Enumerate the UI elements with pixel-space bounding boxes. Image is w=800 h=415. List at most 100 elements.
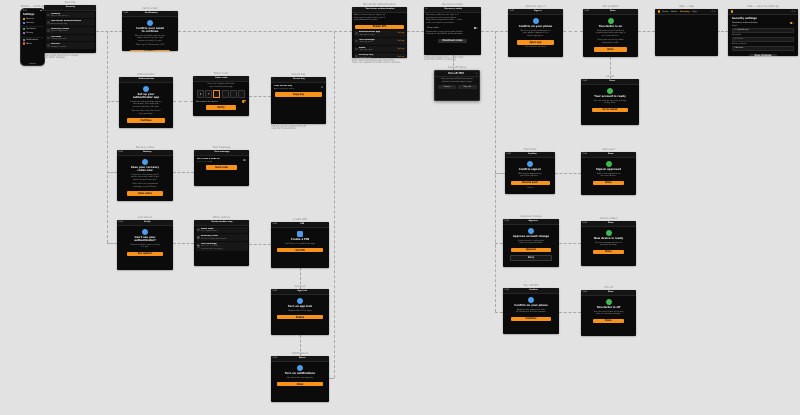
primary-button[interactable]: Open app xyxy=(516,40,555,45)
back-button[interactable]: ✕ xyxy=(425,8,428,11)
toggle-switch[interactable] xyxy=(241,100,246,103)
primary-button[interactable]: Enable 2FA xyxy=(355,24,404,30)
close-icon[interactable]: ✕ xyxy=(475,71,478,75)
primary-button[interactable]: Done xyxy=(593,180,624,185)
primary-button[interactable]: View codes xyxy=(126,191,164,196)
primary-button[interactable]: Send code xyxy=(206,165,237,170)
settings-row[interactable]: About› xyxy=(21,42,44,46)
settings-row[interactable]: Account› xyxy=(21,17,44,21)
back-button[interactable]: 9:41 xyxy=(504,289,510,292)
back-button[interactable]: 9:41 xyxy=(272,223,278,226)
toggle-switch[interactable] xyxy=(473,26,478,30)
primary-button[interactable]: Done xyxy=(592,318,625,323)
back-button[interactable]: 9:41 xyxy=(509,10,515,13)
primary-button[interactable]: Enable xyxy=(276,314,324,320)
otp-input[interactable] xyxy=(229,90,237,99)
nav-right-icons[interactable]: ⚙ ⭘ xyxy=(711,10,716,13)
back-button[interactable]: ‹ xyxy=(195,151,197,154)
back-button[interactable]: ‹ xyxy=(353,8,355,11)
copy-icon[interactable]: ⧉ xyxy=(321,85,323,89)
back-button[interactable]: 9:41 xyxy=(582,153,588,156)
primary-button[interactable]: Resend push xyxy=(510,180,550,185)
nav-item[interactable]: Home xyxy=(662,10,669,13)
confirm-button[interactable]: Turn off xyxy=(457,85,477,89)
back-button[interactable]: 9:41 xyxy=(582,291,588,294)
otp-input[interactable] xyxy=(237,90,245,99)
text-link[interactable]: Use another method xyxy=(525,46,546,49)
primary-button[interactable]: Go to wallet xyxy=(592,107,628,112)
back-button[interactable]: ‹ xyxy=(195,221,197,224)
primary-button[interactable]: Continue xyxy=(510,316,552,321)
otp-input[interactable] xyxy=(213,90,221,99)
body-text-line: turning on two-factor authentication. xyxy=(426,33,464,36)
field-input[interactable]: j•••@mail.com xyxy=(732,27,794,33)
primary-button[interactable]: Done xyxy=(592,249,625,254)
setup-pill-button[interactable]: Set up xyxy=(397,47,404,50)
back-button[interactable]: 9:41 xyxy=(123,12,129,15)
toggle-switch[interactable] xyxy=(789,21,794,24)
settings-row[interactable]: Two-factor› xyxy=(21,26,44,31)
nav-item[interactable]: Security xyxy=(679,10,690,13)
field-input[interactable]: •••••••• xyxy=(732,36,794,43)
otp-input[interactable]: 4 xyxy=(197,90,205,99)
back-button[interactable]: ‹ xyxy=(120,78,122,81)
otp-input[interactable]: 7 xyxy=(205,90,213,99)
primary-button[interactable]: Copy key xyxy=(275,92,322,97)
text-link[interactable]: Cancel xyxy=(526,186,534,189)
otp-input[interactable] xyxy=(221,90,229,99)
back-button[interactable]: 9:41 xyxy=(272,357,278,360)
back-button[interactable]: 9:41 xyxy=(118,221,124,224)
back-button[interactable]: 9:41 xyxy=(582,222,588,225)
setup-pill-button[interactable]: Set up xyxy=(397,55,404,58)
nav-item[interactable]: Help xyxy=(692,10,697,13)
back-button[interactable]: 9:41 xyxy=(584,10,590,13)
frame-label: All set xyxy=(605,74,614,78)
nav-item[interactable]: Wallet xyxy=(671,10,678,13)
nav-right-icons[interactable]: ⚙ ⭘ xyxy=(791,10,796,13)
back-button[interactable]: 9:41 xyxy=(118,151,124,154)
back-button[interactable]: 9:41 xyxy=(504,220,510,223)
primary-button[interactable]: See options xyxy=(126,251,164,257)
secondary-button[interactable]: Deny xyxy=(509,254,553,261)
list-item-subtitle: Change your PIN xyxy=(50,38,66,41)
back-button[interactable]: ‹ xyxy=(272,78,274,81)
back-button[interactable]: ‹ xyxy=(45,6,47,9)
settings-row[interactable]: Security› xyxy=(21,21,44,25)
primary-button[interactable]: Allow xyxy=(276,381,324,387)
gray-button[interactable]: Download codes xyxy=(437,38,468,44)
nav-action-icon[interactable]: ⋯ xyxy=(174,12,177,15)
primary-button[interactable]: Done xyxy=(594,47,627,52)
setup-pill-button[interactable]: Set up xyxy=(397,40,404,43)
primary-button[interactable]: Continue xyxy=(130,49,170,51)
back-button[interactable]: 9:41 xyxy=(582,80,588,83)
field-input[interactable]: 3 devices xyxy=(732,45,794,52)
settings-row[interactable]: Privacy› xyxy=(21,31,44,35)
cancel-button[interactable]: Cancel xyxy=(437,85,457,89)
copy-icon[interactable]: ☎ xyxy=(242,158,246,162)
settings-row[interactable]: Notifications› xyxy=(21,36,44,42)
save-button[interactable]: Save changes xyxy=(749,53,777,56)
primary-button[interactable]: Verify xyxy=(205,105,237,110)
primary-button[interactable]: Set PIN xyxy=(276,247,324,253)
back-button[interactable]: 9:41 xyxy=(506,153,512,156)
primary-button[interactable]: Approve xyxy=(510,247,552,252)
setup-pill-button[interactable]: Set up xyxy=(397,32,404,35)
back-button[interactable]: ‹ xyxy=(194,77,196,80)
body-text-line: Download or copy your codes before xyxy=(426,30,463,33)
back-button[interactable]: 9:41 xyxy=(272,290,278,293)
primary-button[interactable]: Continue xyxy=(127,118,165,123)
